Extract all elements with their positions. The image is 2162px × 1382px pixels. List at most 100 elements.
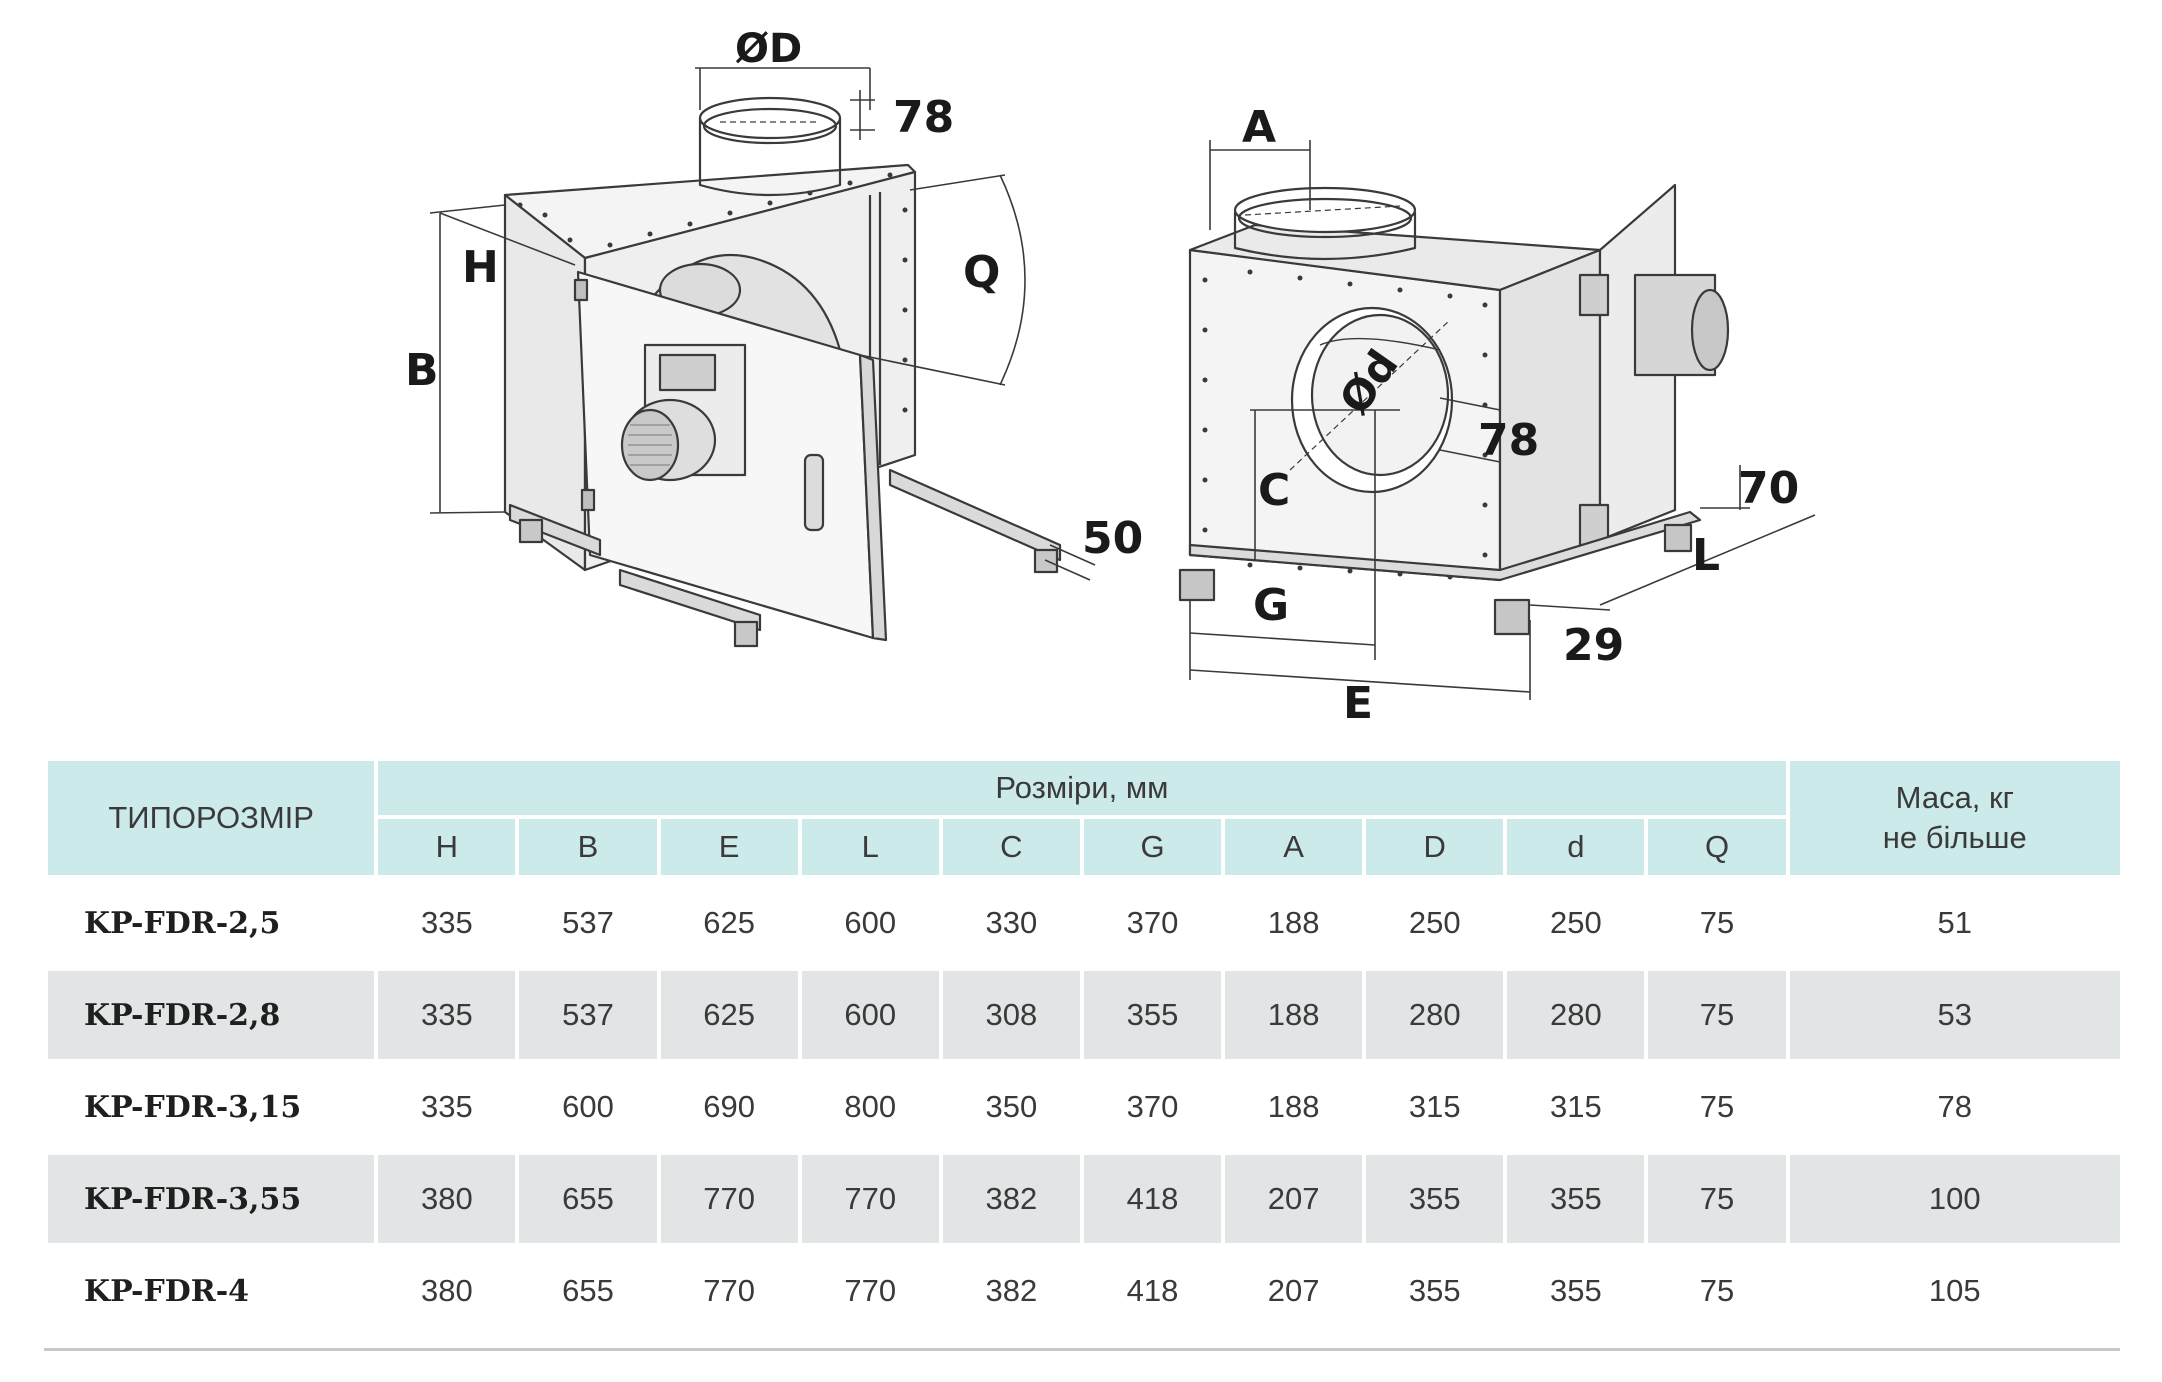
header-dimensions: Розміри, мм — [378, 761, 1786, 815]
header-mass: Маса, кг не більше — [1789, 761, 2120, 875]
mass-cell: 100 — [1789, 1155, 2120, 1243]
value-cell-B: 655 — [519, 1155, 657, 1243]
column-header-A: A — [1225, 819, 1363, 875]
value-cell-L: 770 — [801, 1155, 939, 1243]
mass-cell: 53 — [1789, 971, 2120, 1059]
value-cell-E: 625 — [660, 971, 798, 1059]
value-cell-L: 800 — [844, 1089, 897, 1124]
value-cell-G: 418 — [1083, 1155, 1222, 1243]
dim-label-Q: Q — [963, 247, 1000, 298]
dim-label-C: C — [1258, 465, 1290, 516]
model-name-cell: KP-FDR-4 — [84, 1273, 250, 1309]
right-dimension-lines — [1189, 140, 1816, 700]
model-name-cell: KP-FDR-2,5 — [84, 905, 281, 941]
value-cell-C: 350 — [985, 1089, 1038, 1124]
value-cell-Q: 75 — [1648, 971, 1786, 1059]
value-cell-A: 188 — [1225, 971, 1363, 1059]
value-cell-G: 370 — [1126, 1089, 1179, 1124]
value-cell-A: 188 — [1267, 905, 1320, 940]
value-cell-Q: 75 — [1699, 905, 1735, 940]
dim-label-29: 29 — [1563, 620, 1624, 671]
column-header-B: B — [519, 819, 657, 875]
value-cell-H: 335 — [421, 1089, 473, 1124]
value-cell-d: 280 — [1507, 971, 1645, 1059]
model-name-cell: KP-FDR-2,8 — [48, 971, 375, 1059]
value-cell-H: 380 — [378, 1155, 516, 1243]
value-cell-d: 315 — [1550, 1089, 1602, 1124]
mass-cell: 78 — [1937, 1089, 1973, 1124]
value-cell-H: 335 — [421, 905, 473, 940]
value-cell-B: 537 — [519, 971, 657, 1059]
header-mass-line2: не більше — [1882, 820, 2027, 855]
value-cell-A: 207 — [1225, 1155, 1363, 1243]
technical-drawing: ØD 78 H B Q 50 A Ød 78 C G E 70 L 29 — [405, 26, 1816, 729]
value-cell-d: 355 — [1550, 1273, 1602, 1308]
value-cell-E: 770 — [660, 1155, 798, 1243]
value-cell-G: 418 — [1126, 1273, 1179, 1308]
dim-label-D: ØD — [735, 26, 802, 72]
value-cell-Q: 75 — [1699, 1273, 1735, 1308]
value-cell-G: 370 — [1126, 905, 1179, 940]
value-cell-L: 600 — [801, 971, 939, 1059]
dim-label-A: A — [1242, 102, 1276, 153]
mass-cell: 51 — [1937, 905, 1973, 940]
value-cell-B: 537 — [562, 905, 614, 940]
value-cell-D: 250 — [1408, 905, 1461, 940]
header-mass-line1: Маса, кг — [1895, 780, 2014, 815]
value-cell-D: 315 — [1408, 1089, 1461, 1124]
model-name-cell: KP-FDR-3,15 — [84, 1089, 302, 1125]
dim-label-G: G — [1253, 580, 1289, 631]
mass-cell: 105 — [1928, 1273, 1981, 1308]
column-header-H: H — [378, 819, 516, 875]
dim-label-B: B — [405, 345, 439, 396]
value-cell-A: 188 — [1267, 1089, 1320, 1124]
dim-label-78-top: 78 — [893, 92, 954, 143]
column-header-L: L — [801, 819, 939, 875]
value-cell-B: 600 — [562, 1089, 614, 1124]
dim-label-L: L — [1692, 530, 1720, 581]
value-cell-A: 207 — [1267, 1273, 1320, 1308]
value-cell-C: 308 — [942, 971, 1080, 1059]
dim-label-50: 50 — [1082, 513, 1143, 564]
value-cell-L: 600 — [844, 905, 897, 940]
column-header-C: C — [942, 819, 1080, 875]
dim-label-E: E — [1343, 678, 1373, 729]
dim-label-70: 70 — [1738, 463, 1799, 514]
column-header-D: D — [1366, 819, 1504, 875]
value-cell-C: 330 — [985, 905, 1038, 940]
value-cell-C: 382 — [942, 1155, 1080, 1243]
value-cell-L: 770 — [844, 1273, 897, 1308]
value-cell-C: 382 — [985, 1273, 1038, 1308]
column-header-G: G — [1083, 819, 1222, 875]
dimensions-table: ТИПОРОЗМІР Розміри, мм Маса, кг не більш… — [44, 757, 2124, 1339]
value-cell-E: 770 — [703, 1273, 755, 1308]
column-header-Q: Q — [1648, 819, 1786, 875]
value-cell-D: 355 — [1366, 1155, 1504, 1243]
value-cell-E: 690 — [703, 1089, 755, 1124]
dim-label-78-outlet: 78 — [1478, 415, 1539, 466]
value-cell-B: 655 — [562, 1273, 614, 1308]
column-header-d: d — [1507, 819, 1645, 875]
table-row: KP-FDR-3,15 335 600 690 800 350 370 188 315 315 75… — [48, 1063, 2120, 1151]
fan-unit-closed-view — [1178, 183, 1730, 636]
value-cell-H: 335 — [378, 971, 516, 1059]
bottom-divider — [44, 1348, 2120, 1351]
value-cell-Q: 75 — [1699, 1089, 1735, 1124]
dim-label-H: H — [462, 242, 499, 293]
value-cell-Q: 75 — [1648, 1155, 1786, 1243]
value-cell-G: 355 — [1083, 971, 1222, 1059]
fan-unit-open-view — [503, 96, 1062, 648]
value-cell-E: 625 — [703, 905, 755, 940]
header-model: ТИПОРОЗМІР — [48, 761, 375, 875]
value-cell-d: 355 — [1507, 1155, 1645, 1243]
left-dimension-lines — [429, 67, 1096, 581]
value-cell-D: 355 — [1408, 1273, 1461, 1308]
spec-table-container: ТИПОРОЗМІР Розміри, мм Маса, кг не більш… — [48, 757, 2120, 1339]
value-cell-d: 250 — [1550, 905, 1602, 940]
value-cell-D: 280 — [1366, 971, 1504, 1059]
model-name-cell: KP-FDR-3,55 — [48, 1155, 375, 1243]
